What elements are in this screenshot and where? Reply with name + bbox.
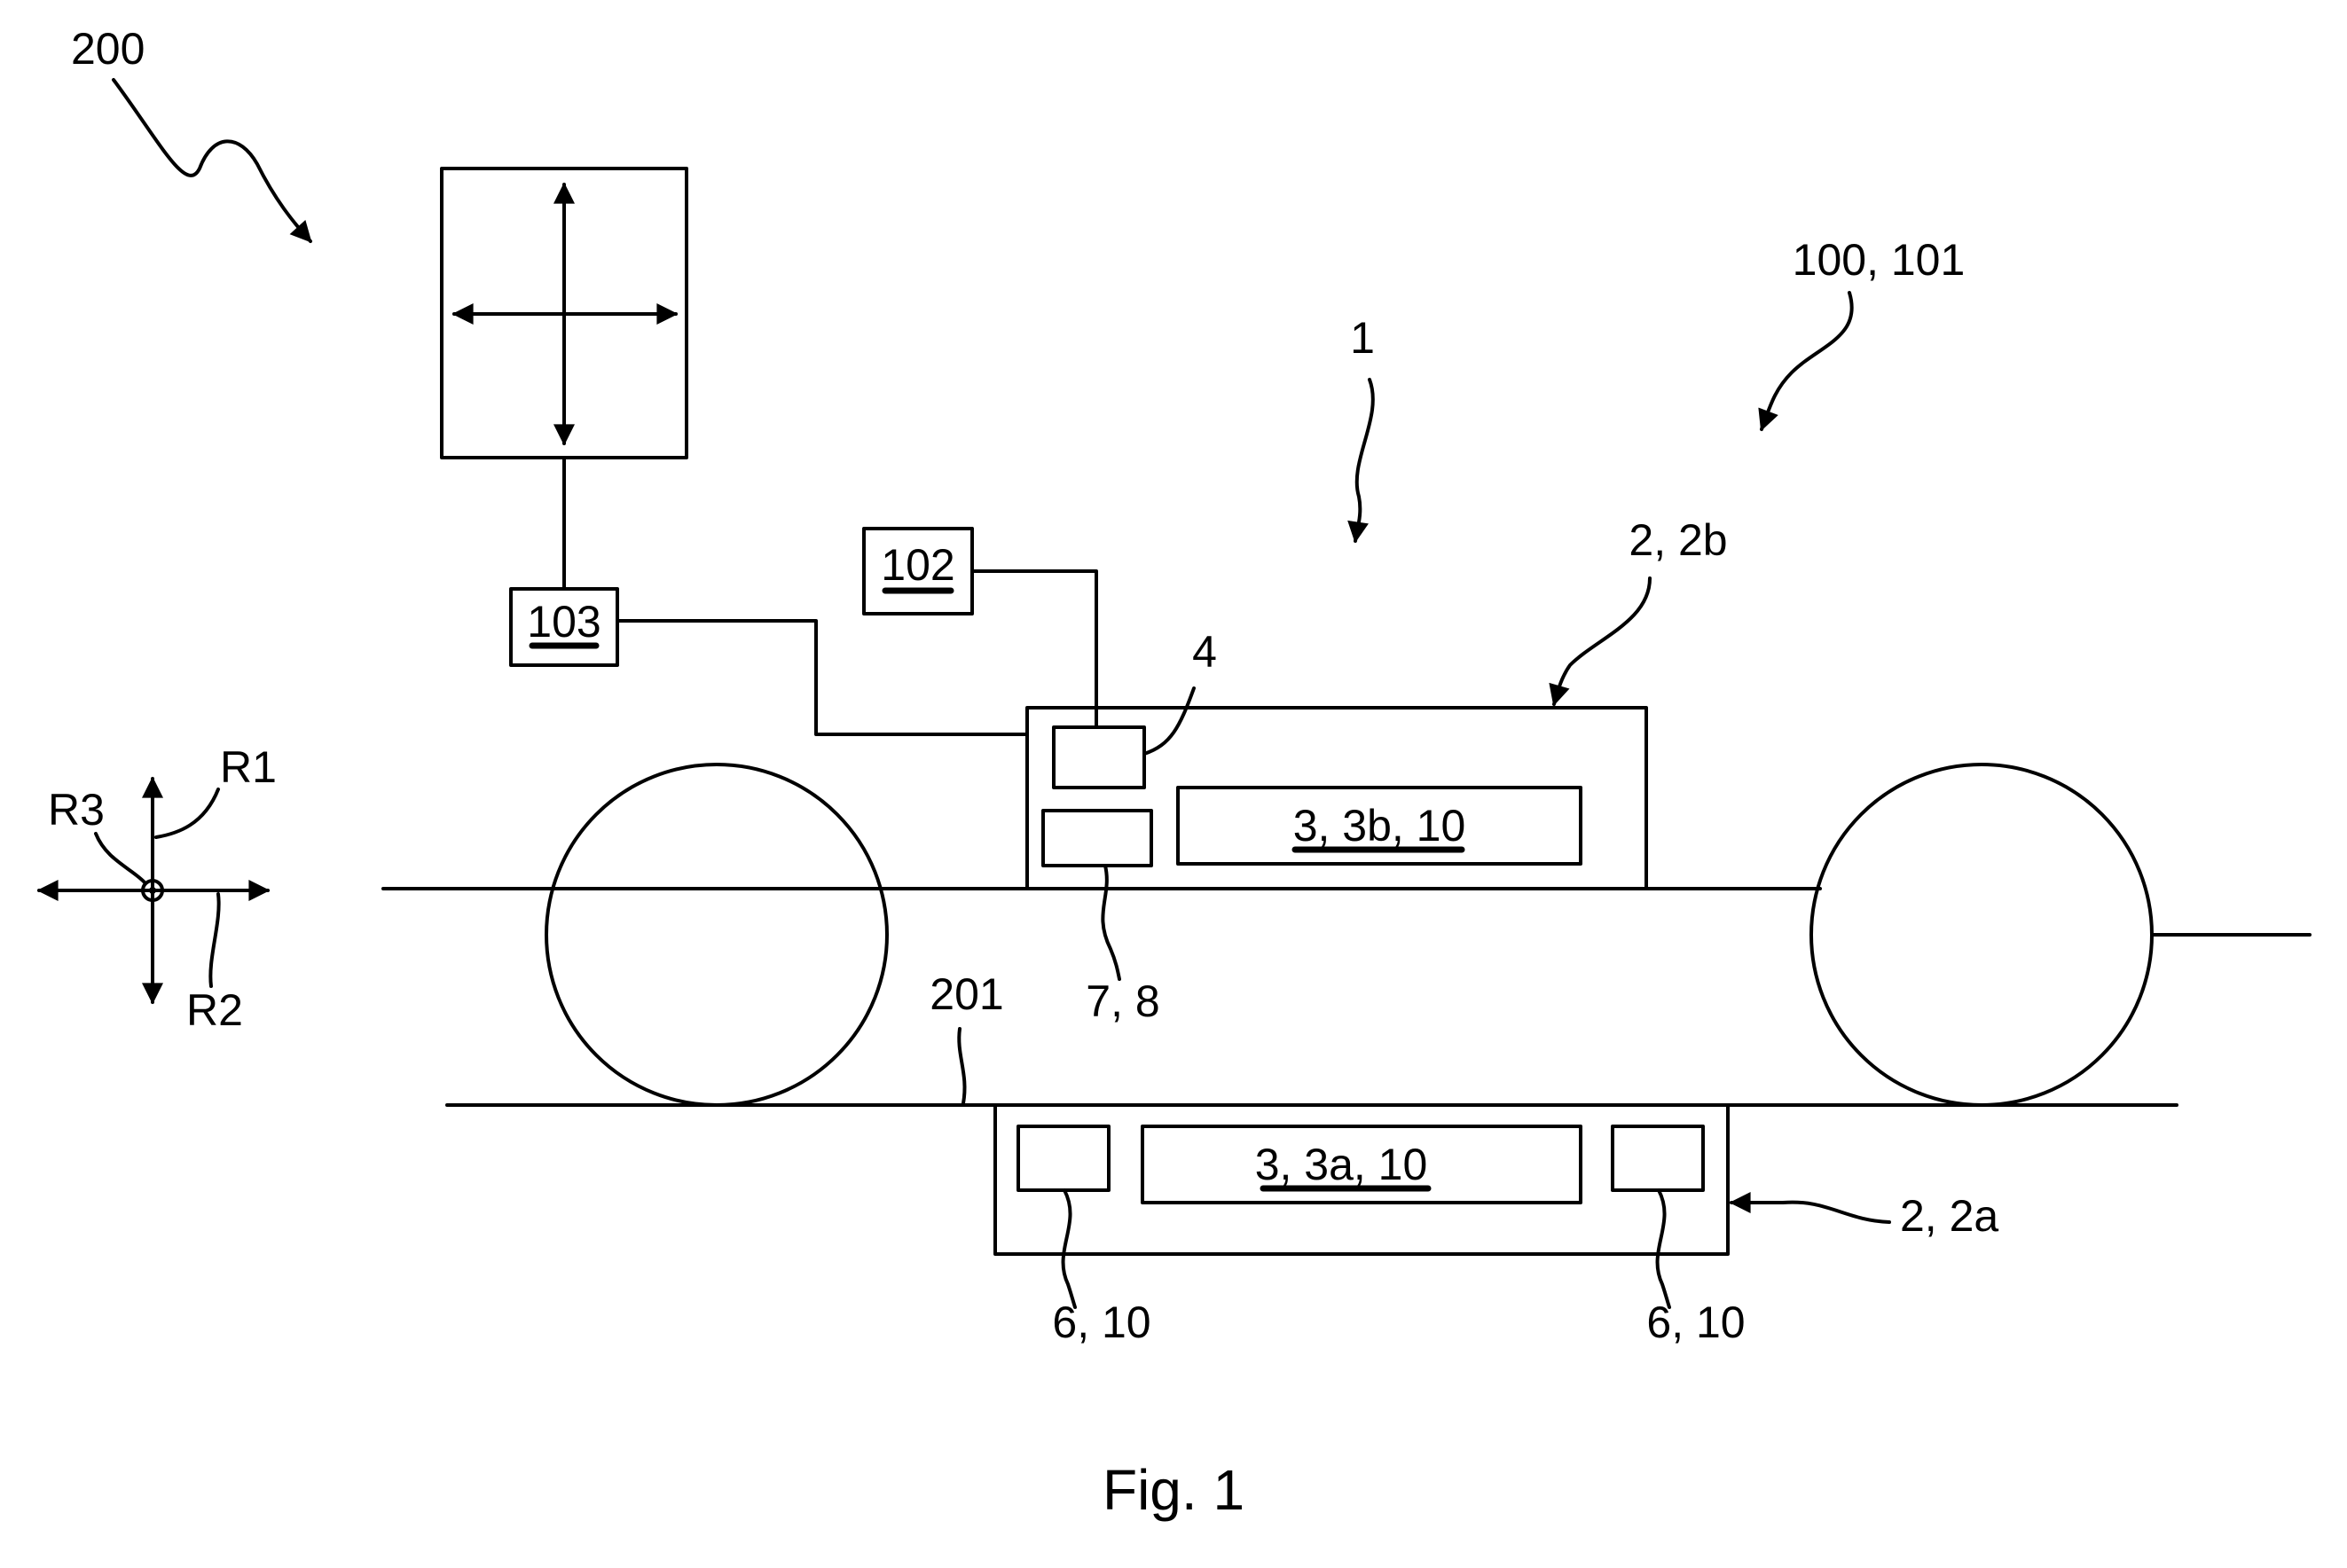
label-unit-lower: 2, 2a (1900, 1191, 1998, 1241)
box-103 (509, 587, 619, 667)
coil-upper (1176, 786, 1582, 866)
sensor-right (1611, 1125, 1705, 1192)
sensor-right-label: 6, 10 (1646, 1298, 1745, 1347)
leader-vehicle (1347, 378, 1375, 544)
leader-r1 (154, 788, 220, 839)
leader-unit-upper (1549, 576, 1652, 707)
axis-r3-center (149, 887, 156, 894)
axis-r3-dot (141, 879, 164, 902)
connector-102-component-4 (970, 569, 1098, 729)
axis-r3-label: R3 (48, 785, 105, 835)
leader-system-alt (1758, 291, 1854, 432)
component-7-8-label: 7, 8 (1086, 976, 1159, 1026)
axis-r1-label: R1 (220, 742, 277, 792)
leader-unit-lower (1729, 1192, 1891, 1224)
wheel-rear (1809, 763, 2154, 1107)
unit-lower (993, 1103, 1730, 1256)
figure-caption: Fig. 1 (1103, 1458, 1244, 1522)
component-4 (1052, 725, 1146, 789)
sensor-left (1017, 1125, 1111, 1192)
coil-lower-label: 3, 3a, 10 (1255, 1140, 1428, 1189)
component-7-8 (1041, 809, 1153, 867)
ground-label: 201 (930, 969, 1003, 1019)
component-4-label: 4 (1192, 627, 1217, 677)
box-102-label: 102 (881, 540, 954, 590)
label-system-alt: 100, 101 (1793, 235, 1966, 285)
leader-r3 (94, 832, 147, 885)
wheel-front (545, 763, 889, 1107)
leader-sensor-right (1655, 1188, 1671, 1309)
coil-lower (1141, 1125, 1582, 1204)
box-103-label: 103 (527, 597, 600, 647)
label-unit-upper: 2, 2b (1629, 515, 1727, 565)
leader-component-4 (1142, 686, 1196, 756)
leader-ground (957, 1027, 967, 1105)
leader-system (112, 78, 312, 243)
leader-sensor-left (1061, 1188, 1077, 1309)
unit-upper (1025, 706, 1648, 890)
axis-r2-label: R2 (186, 985, 243, 1035)
label-vehicle: 1 (1350, 313, 1375, 363)
label-system: 200 (71, 24, 145, 74)
leader-r2 (208, 892, 221, 988)
leader-component-7-8 (1101, 864, 1121, 981)
coil-upper-label: 3, 3b, 10 (1293, 801, 1466, 851)
connector-103-unit (616, 619, 1029, 736)
sensor-left-label: 6, 10 (1052, 1298, 1150, 1347)
